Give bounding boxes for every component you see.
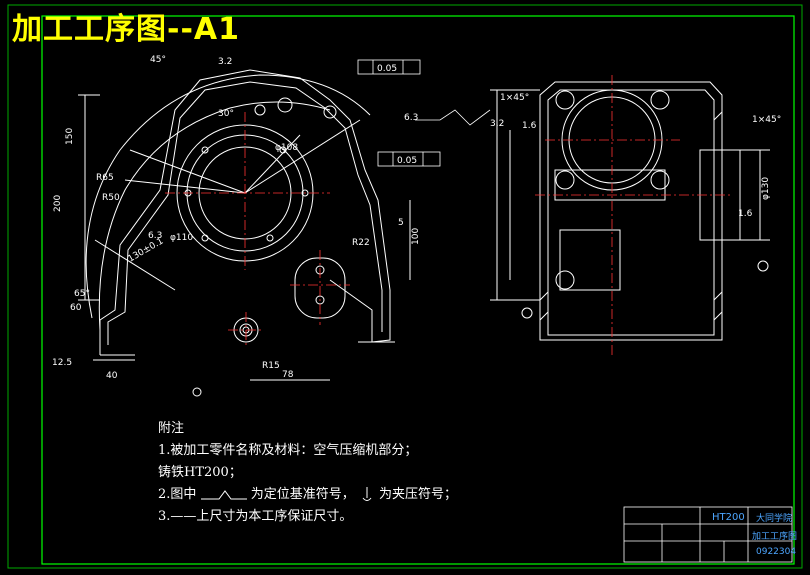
clamp-symbol-icon xyxy=(362,486,372,501)
tol-1: 0.05 xyxy=(377,64,397,74)
chamfer-right: 1×45° xyxy=(752,115,781,125)
note-2-a: 2.图中 xyxy=(158,487,197,502)
dim-5: 5 xyxy=(398,218,404,228)
drawing-title: 加工工序图--A1 xyxy=(12,12,240,47)
outer-frame xyxy=(7,4,803,569)
note-3: 3.——上尺寸为本工序保证尺寸。 xyxy=(158,509,353,524)
side-centerlines xyxy=(535,75,730,355)
notes-heading: 附注 xyxy=(158,421,185,436)
dim-r22: R22 xyxy=(352,238,370,248)
dimension-labels: 200 150 130±0.1 100 78 40 60 5 30° 45° 6… xyxy=(52,55,781,381)
note-1: 1.被加工零件名称及材料：空气压缩机部分； xyxy=(158,443,418,458)
note-2: 2.图中 为定位基准符号， 为夹压符号； xyxy=(158,484,457,506)
dim-30deg: 30° xyxy=(218,109,234,119)
note-2-c: 为夹压符号； xyxy=(378,487,457,502)
dim-200: 200 xyxy=(53,195,63,212)
dim-phi130: φ130 xyxy=(761,177,771,200)
inner-frame xyxy=(41,15,795,565)
dim-r65: R65 xyxy=(96,173,114,183)
dim-60: 60 xyxy=(70,303,82,313)
ra-63-b: 6.3 xyxy=(148,231,162,241)
ra-125: 12.5 xyxy=(52,358,72,368)
notes-block: 附注 1.被加工零件名称及材料：空气压缩机部分； 铸铁HT200； 2.图中 为… xyxy=(158,418,457,528)
ra-32-b: 3.2 xyxy=(490,119,504,129)
tol-2: 0.05 xyxy=(397,156,417,166)
dim-40: 40 xyxy=(106,371,118,381)
dim-78: 78 xyxy=(282,370,294,380)
tolerance-frames xyxy=(357,59,491,167)
dim-r15: R15 xyxy=(262,361,280,371)
ra-16-a: 1.6 xyxy=(522,121,537,131)
dim-100: 100 xyxy=(411,228,421,245)
datum-symbol-icon xyxy=(200,489,247,499)
dim-phi110: φ110 xyxy=(170,233,193,243)
dim-65deg: 65° xyxy=(74,289,90,299)
title-block xyxy=(623,506,793,563)
dim-150: 150 xyxy=(65,128,75,145)
dim-r50: R50 xyxy=(102,193,120,203)
note-1-material: 铸铁HT200； xyxy=(158,465,242,480)
tb-material: HT200 xyxy=(712,512,745,523)
ra-32-a: 3.2 xyxy=(218,57,232,67)
datum-markers xyxy=(192,260,769,397)
note-2-b: 为定位基准符号， xyxy=(250,487,355,502)
dim-45deg: 45° xyxy=(150,55,166,65)
dim-phi108: φ108 xyxy=(275,143,298,153)
ra-63-a: 6.3 xyxy=(404,113,418,123)
ra-16-b: 1.6 xyxy=(738,209,753,219)
tb-drawing-name: 加工工序图 xyxy=(752,532,798,542)
front-view xyxy=(78,69,411,381)
tb-drawing-no: 0922304 xyxy=(756,547,797,557)
front-centerlines xyxy=(165,112,350,348)
chamfer-top: 1×45° xyxy=(500,93,529,103)
tb-school: 大同学院 xyxy=(756,514,793,524)
